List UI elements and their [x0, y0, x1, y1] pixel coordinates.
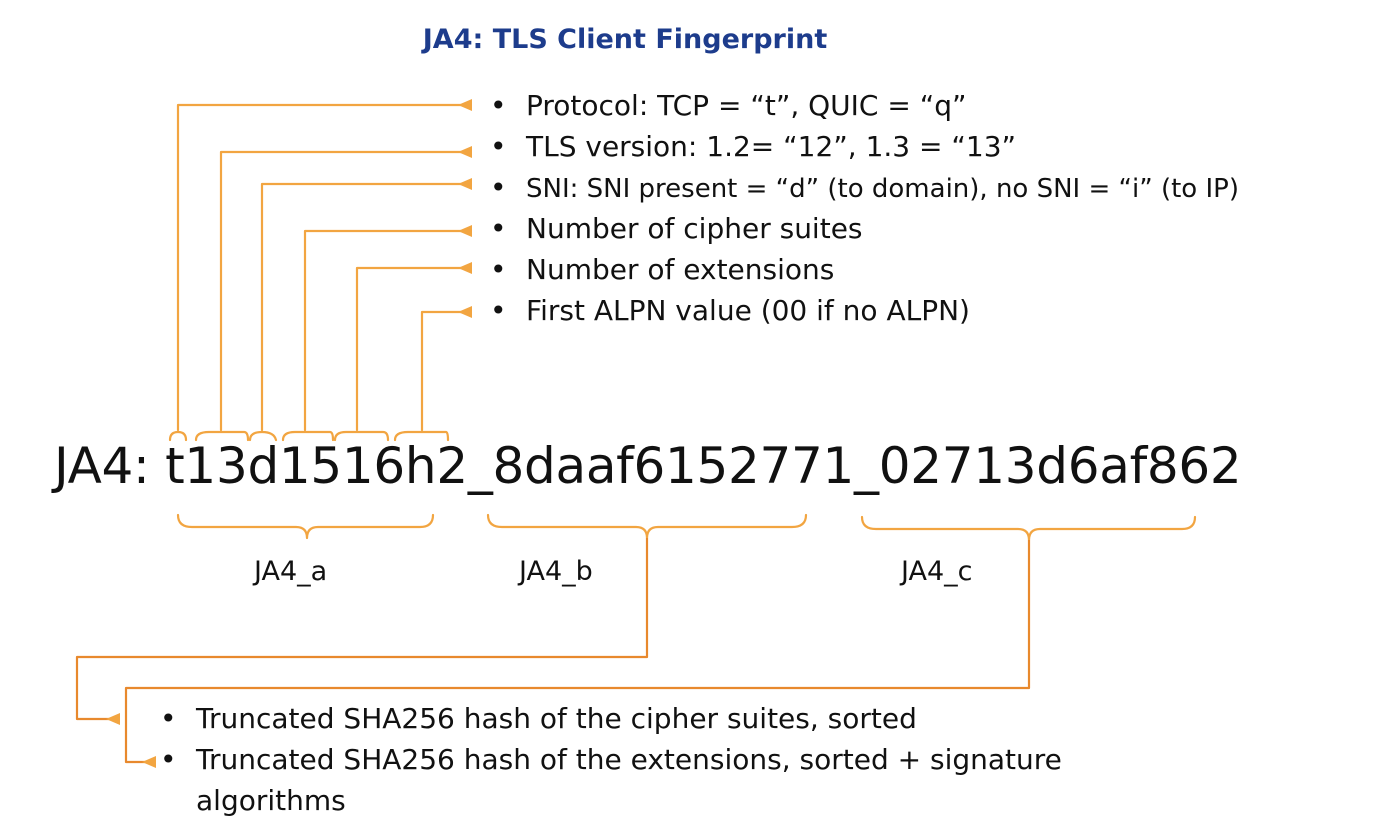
bullet-protocol: •Protocol: TCP = “t”, QUIC = “q” — [490, 89, 967, 122]
bullet-alpn-text: First ALPN value (00 if no ALPN) — [526, 294, 970, 327]
bullet-extension-count-text: Number of extensions — [526, 253, 835, 286]
brace-ja4-c — [860, 515, 1197, 542]
bullet-cipher-count: •Number of cipher suites — [490, 212, 863, 245]
connector-extension-count — [355, 266, 464, 432]
brace-ja4-a — [176, 513, 435, 540]
fingerprint: JA4: t13d1516h2_8daaf6152771_02713d6af86… — [54, 436, 1242, 496]
bullet-extension-hash-text: Truncated SHA256 hash of the extensions,… — [196, 743, 1062, 776]
bullet-tls-version: •TLS version: 1.2= “12”, 1.3 = “13” — [490, 130, 1017, 163]
arrowhead-tls-version — [458, 146, 472, 158]
bullet-sni-text: SNI: SNI present = “d” (to domain), no S… — [526, 174, 1239, 204]
fingerprint-prefix: JA4: — [54, 437, 150, 495]
label-ja4-c: JA4_c — [901, 556, 973, 587]
brace-alpn — [393, 430, 450, 442]
brace-cipher-count — [281, 430, 335, 442]
brace-sni — [248, 430, 278, 442]
bullet-extension-count: •Number of extensions — [490, 253, 835, 286]
diagram-title: JA4: TLS Client Fingerprint — [422, 24, 828, 55]
fingerprint-value: t13d1516h2_8daaf6152771_02713d6af862 — [165, 437, 1242, 495]
arrowhead-protocol — [458, 99, 472, 111]
connector-ja4-b — [75, 538, 649, 721]
bullet-extension-hash: •Truncated SHA256 hash of the extensions… — [160, 743, 1062, 776]
arrowhead-ja4-b — [106, 713, 120, 725]
arrowhead-cipher-count — [458, 225, 472, 237]
connector-alpn — [420, 310, 464, 432]
connector-tls-version — [219, 150, 464, 432]
connector-cipher-count — [303, 229, 464, 432]
brace-ja4-b — [486, 513, 808, 540]
arrowhead-extension-count — [458, 262, 472, 274]
bullet-sni: •SNI: SNI present = “d” (to domain), no … — [490, 171, 1239, 204]
arrowhead-sni — [458, 178, 472, 190]
connector-protocol — [176, 103, 464, 432]
connector-ja4-c — [124, 540, 1031, 764]
connector-sni — [260, 182, 464, 432]
bullet-cipher-count-text: Number of cipher suites — [526, 212, 863, 245]
bullet-tls-version-text: TLS version: 1.2= “12”, 1.3 = “13” — [526, 130, 1017, 163]
bullet-alpn: •First ALPN value (00 if no ALPN) — [490, 294, 970, 327]
arrowhead-alpn — [458, 306, 472, 318]
arrowhead-ja4-c — [142, 756, 156, 768]
bullet-cipher-hash-text: Truncated SHA256 hash of the cipher suit… — [196, 702, 917, 735]
bullet-extension-hash-continued: algorithms — [196, 784, 346, 817]
label-ja4-b: JA4_b — [519, 556, 593, 587]
bullet-cipher-hash: •Truncated SHA256 hash of the cipher sui… — [160, 702, 917, 735]
label-ja4-a: JA4_a — [254, 556, 328, 587]
bullet-protocol-text: Protocol: TCP = “t”, QUIC = “q” — [526, 89, 967, 122]
brace-extension-count — [333, 430, 390, 442]
brace-protocol — [168, 430, 188, 442]
brace-tls-version — [194, 430, 250, 442]
